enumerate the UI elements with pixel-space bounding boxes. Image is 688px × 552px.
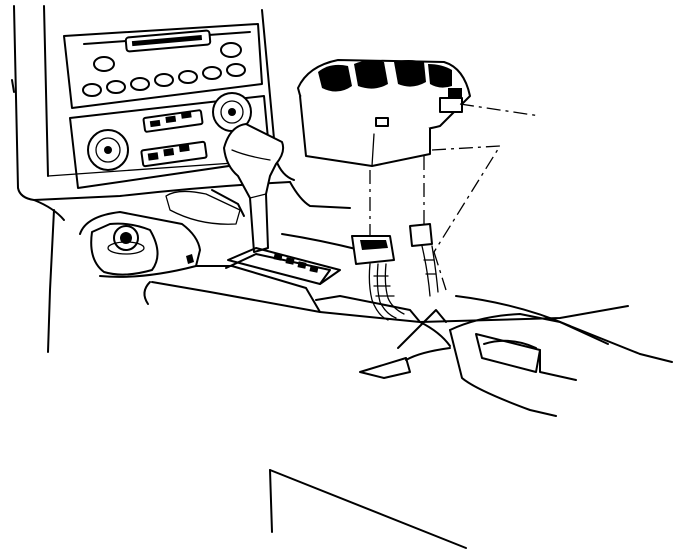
window-switch-module	[297, 59, 471, 167]
shift-indicator	[227, 247, 341, 285]
floor-edge	[269, 469, 467, 549]
wiring-harness	[368, 245, 439, 321]
electrical-connector	[351, 223, 433, 265]
center-console	[47, 181, 629, 379]
climate-control-panel	[69, 92, 271, 189]
cigarette-lighter	[90, 222, 194, 276]
floor-shifter	[223, 123, 285, 253]
radio-panel	[63, 23, 263, 109]
console-storage-bin	[449, 313, 673, 417]
projection-lines	[369, 103, 541, 291]
